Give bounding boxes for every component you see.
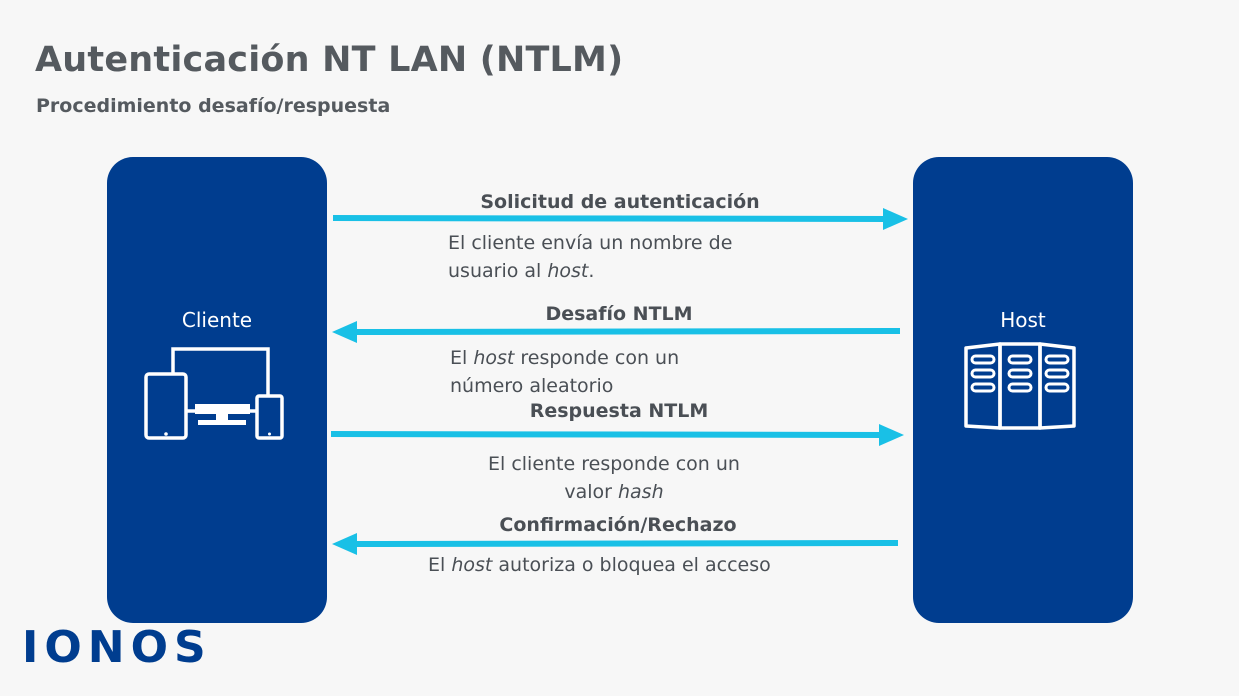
arrow-2 [332, 321, 901, 343]
step-4-desc-emphasis: host [451, 554, 493, 576]
client-node [107, 157, 327, 623]
step-2-desc-line1: El host responde con un [450, 344, 679, 372]
ionos-logo: IONOS [22, 622, 212, 673]
step-2-desc-emphasis: host [473, 347, 515, 369]
step-4-label: Confirmación/Rechazo [499, 514, 737, 536]
step-3-desc-emphasis: hash [618, 481, 664, 503]
step-1-desc-text-end: . [588, 260, 595, 282]
step-2-description: El host responde con un número aleatorio [450, 344, 679, 400]
step-1-desc-line1: El cliente envía un nombre de [448, 232, 733, 254]
client-label: Cliente [181, 308, 253, 332]
step-4-desc-line1: El host autoriza o bloquea el acceso [428, 551, 771, 579]
step-1-label: Solicitud de autenticación [480, 191, 760, 213]
step-1-description: El cliente envía un nombre de usuario al… [448, 229, 732, 285]
host-label: Host [1000, 308, 1046, 332]
step-1-desc-text: usuario al [448, 260, 548, 282]
devices-icon [144, 347, 284, 440]
arrow-1 [332, 208, 908, 230]
step-3-desc-line2: valor hash [414, 478, 814, 506]
step-1-desc-line2: usuario al host. [448, 257, 732, 285]
page-title: Autenticación NT LAN (NTLM) [35, 40, 624, 80]
step-3-description: El cliente responde con un valor hash [414, 450, 814, 506]
step-2-desc-text: El [450, 347, 474, 369]
arrow-3 [330, 424, 904, 446]
step-4-desc-text: El [428, 554, 452, 576]
server-icon [964, 342, 1076, 430]
step-3-desc-line1: El cliente responde con un [488, 453, 740, 475]
arrow-4 [332, 533, 899, 555]
page-subtitle: Procedimiento desafío/respuesta [36, 95, 391, 117]
step-1-desc-emphasis: host [547, 260, 589, 282]
step-3-desc-text: valor [564, 481, 618, 503]
step-2-desc-text-end: responde con un [514, 347, 680, 369]
step-3-label: Respuesta NTLM [529, 400, 709, 422]
step-2-desc-line2: número aleatorio [450, 375, 614, 397]
step-4-desc-text-end: autoriza o bloquea el acceso [492, 554, 771, 576]
step-4-description: El host autoriza o bloquea el acceso [428, 551, 771, 579]
step-2-label: Desafío NTLM [545, 303, 693, 325]
